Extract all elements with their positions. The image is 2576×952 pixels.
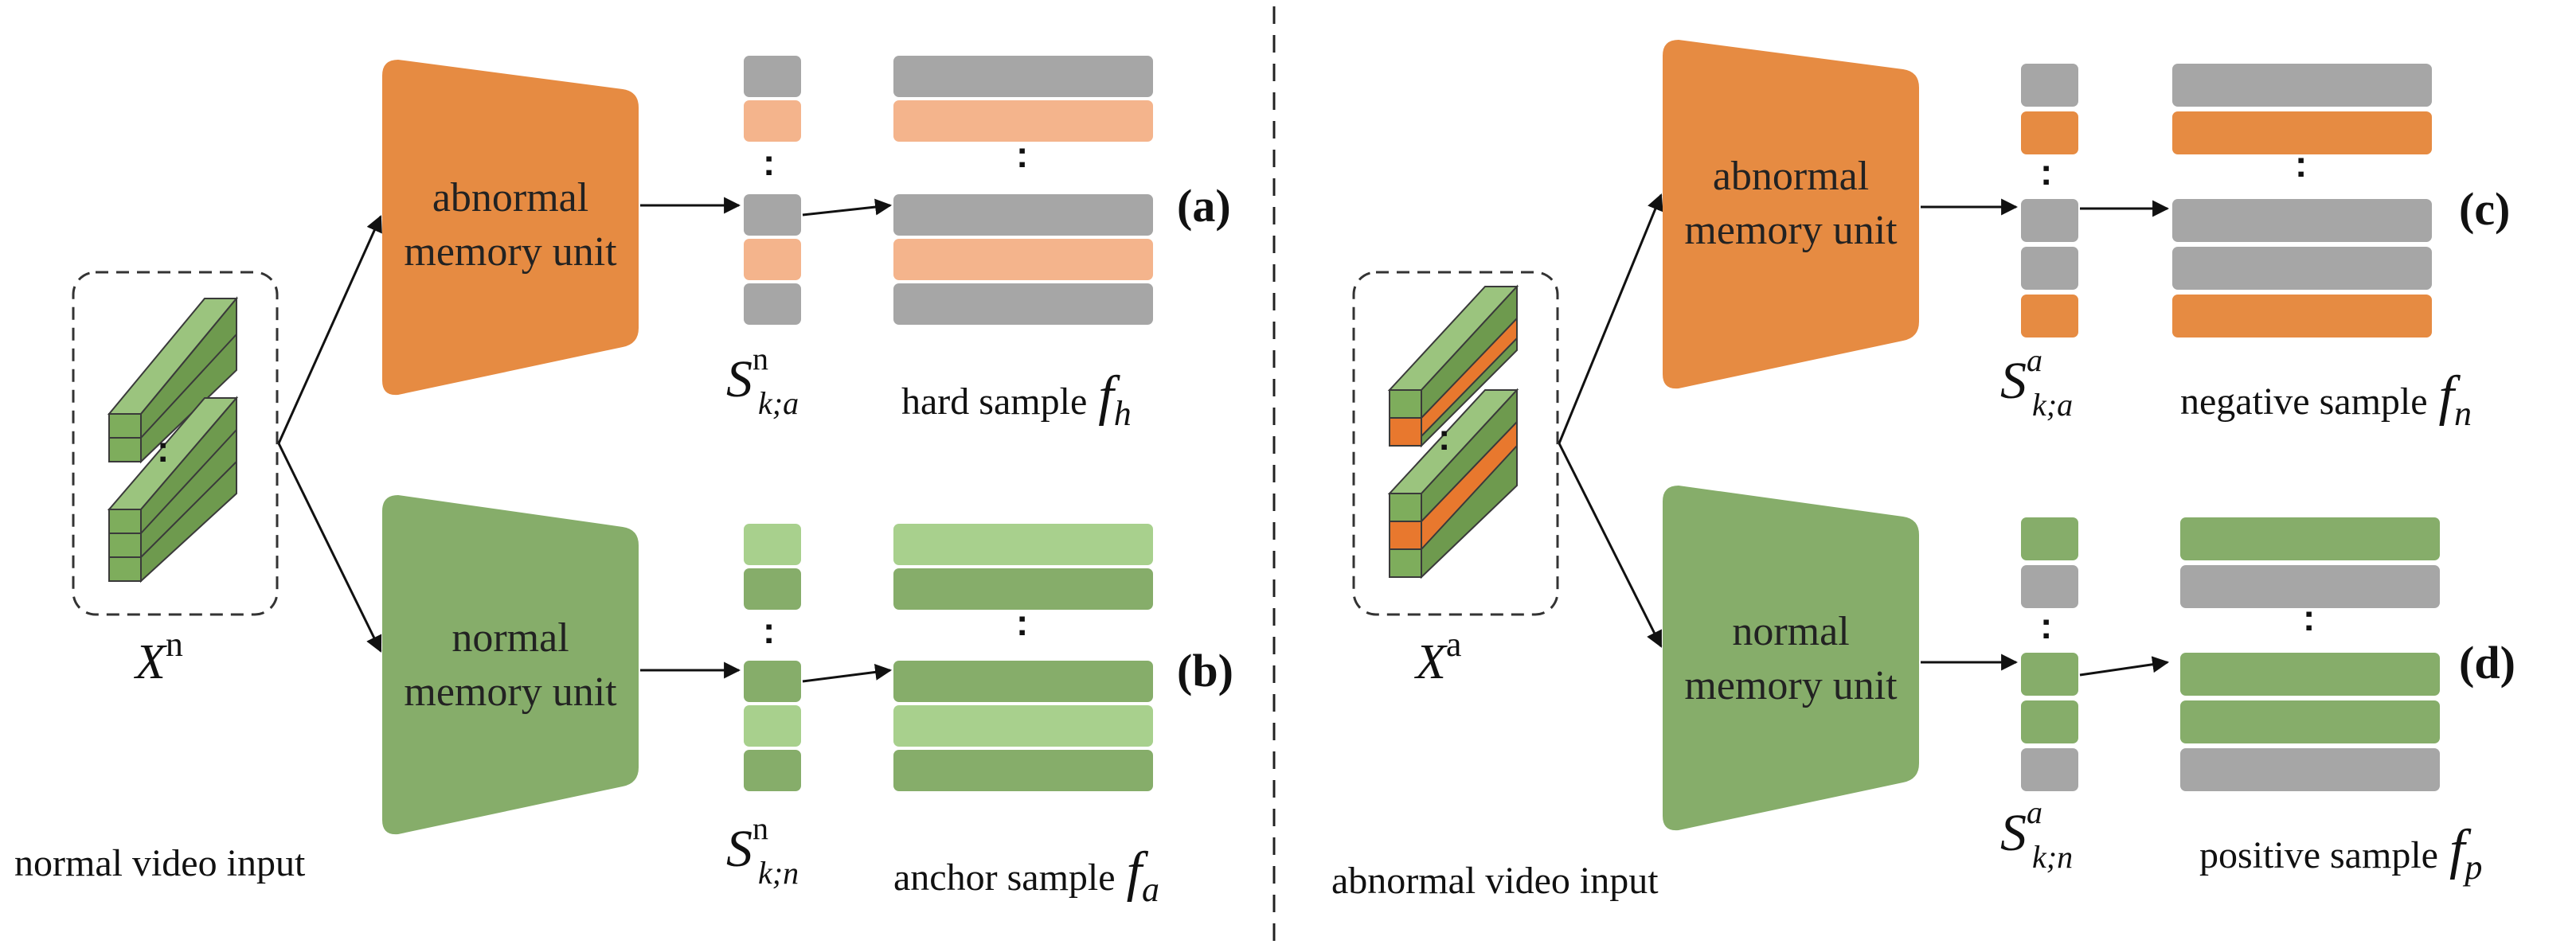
svg-text::: : <box>1016 134 1028 175</box>
arrow-to-abnormal-unit <box>277 215 382 444</box>
abnormal-memory-unit-shape-right <box>1663 40 1919 389</box>
arrow-to-abnormal-unit-right <box>1558 193 1663 444</box>
tag-a: (a) <box>1177 180 1231 232</box>
normal-unit-label-2-right: memory unit <box>1684 663 1898 708</box>
normal-input-symbol: Xn <box>133 625 183 689</box>
positive-sample-stack: : <box>2180 517 2440 791</box>
normal-unit-label-2: memory unit <box>404 669 617 715</box>
abnormal-input-box <box>1352 271 1559 616</box>
score-column-c: : <box>2021 64 2078 337</box>
tag-b: (b) <box>1177 645 1233 696</box>
score-column-a: : <box>744 56 801 325</box>
normal-unit-label-1: normal <box>451 615 569 661</box>
arrow-score-b-to-features <box>802 663 893 683</box>
abnormal-input-symbol: Xa <box>1413 625 1461 689</box>
right-panel: : Xa abnormal video input abnormal memor… <box>1331 40 2515 902</box>
svg-text::: : <box>763 142 775 183</box>
normal-memory-unit-shape <box>382 495 639 835</box>
normal-video-volume: : <box>107 296 239 583</box>
svg-text::: : <box>2303 597 2315 638</box>
score-column-d: : <box>2021 517 2078 791</box>
normal-input-box <box>72 271 279 616</box>
normal-unit-label-1-right: normal <box>1732 609 1849 654</box>
left-panel: : Xn normal video input abnormal memory … <box>14 56 1233 909</box>
abnormal-unit-label-1: abnormal <box>432 175 588 220</box>
arrow-to-normal-unit-right <box>1558 443 1663 648</box>
negative-sample-stack: : <box>2172 64 2432 337</box>
abnormal-unit-label-2: memory unit <box>404 229 617 275</box>
hard-sample-stack: : <box>893 56 1153 325</box>
svg-text::: : <box>1016 602 1028 643</box>
arrow-score-d-to-features <box>2079 656 2170 677</box>
svg-text::: : <box>1438 416 1450 458</box>
svg-text::: : <box>763 610 775 651</box>
svg-text::: : <box>2040 605 2052 646</box>
arrow-score-a-to-features <box>802 198 893 217</box>
score-column-b: : <box>744 524 801 791</box>
arrow-to-normal-unit <box>277 443 382 653</box>
abnormal-unit-label-1-right: abnormal <box>1713 154 1869 199</box>
abnormal-unit-label-2-right: memory unit <box>1684 208 1898 253</box>
abnormal-video-volume: : <box>1387 284 1519 579</box>
tag-c: (c) <box>2459 183 2510 235</box>
normal-memory-unit-shape-right <box>1663 486 1919 831</box>
svg-text::: : <box>2040 151 2052 193</box>
abnormal-memory-unit-shape <box>382 60 639 396</box>
input-ellipsis: : <box>157 428 169 470</box>
abnormal-input-caption: abnormal video input <box>1331 860 1659 902</box>
normal-input-caption: normal video input <box>14 842 306 884</box>
tag-d: (d) <box>2459 637 2515 689</box>
svg-text::: : <box>2295 143 2307 185</box>
anchor-sample-stack: : <box>893 524 1153 791</box>
